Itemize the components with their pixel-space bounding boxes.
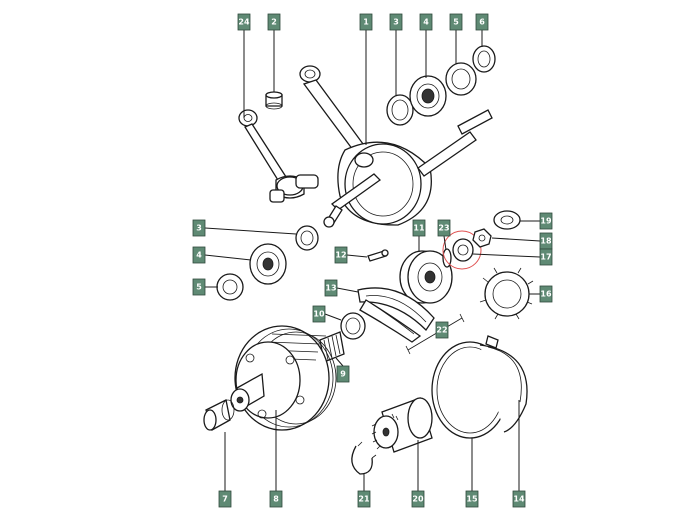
svg-text:18: 18 [540,237,552,246]
svg-text:19: 19 [540,217,552,226]
callout-19: 19 [539,212,553,230]
svg-text:5: 5 [453,18,459,27]
clutch-drum [479,335,528,433]
svg-text:20: 20 [412,495,424,504]
callout-21: 21 [357,490,371,508]
svg-text:15: 15 [466,495,478,504]
lower-shaft-stack [216,225,319,301]
svg-text:9: 9 [340,370,346,379]
callout-12: 12 [334,246,348,264]
callout-1: 1 [359,13,373,31]
spacer-ring [340,312,366,340]
callout-6: 6 [475,13,489,31]
circlip [351,441,377,475]
svg-text:14: 14 [513,495,525,504]
callout-18: 18 [539,232,553,250]
callout-4-top: 4 [419,13,433,31]
small-connecting-rod [238,109,319,203]
clutch-hub [399,250,453,304]
svg-text:8: 8 [273,495,279,504]
clutch-bell [230,325,337,431]
callout-16: 16 [539,285,553,303]
svg-text:22: 22 [436,326,447,335]
svg-text:12: 12 [335,251,346,260]
callout-22: 22 [435,321,449,339]
highlight-circle [442,230,482,270]
svg-text:7: 7 [222,495,228,504]
svg-text:4: 4 [196,251,202,260]
svg-text:24: 24 [238,18,250,27]
clutch-segments [359,299,465,355]
drive-gear [371,397,433,453]
callout-11: 11 [412,219,426,237]
svg-text:13: 13 [325,284,336,293]
callout-5-top: 5 [449,13,463,31]
callout-14: 14 [512,490,526,508]
svg-text:3: 3 [393,18,399,27]
svg-text:3: 3 [196,224,202,233]
callout-3-top: 3 [389,13,403,31]
svg-text:21: 21 [358,495,370,504]
svg-text:16: 16 [540,290,552,299]
callout-13: 13 [324,279,338,297]
svg-text:6: 6 [479,18,485,27]
svg-text:2: 2 [271,18,277,27]
svg-text:17: 17 [540,253,551,262]
svg-text:10: 10 [313,310,325,319]
callout-7: 7 [218,490,232,508]
callout-5-left: 5 [192,278,206,296]
callout-badges: 24 2 1 3 4 5 6 3 4 5 12 11 23 19 18 17 1… [192,13,553,508]
tab-lock-washer [479,267,534,320]
callout-9: 9 [336,365,350,383]
svg-text:23: 23 [438,224,449,233]
callout-2: 2 [267,13,281,31]
callout-17: 17 [539,248,553,266]
clutch-shoe [357,287,435,332]
callout-23: 23 [437,219,451,237]
callout-24: 24 [237,13,251,31]
svg-text:11: 11 [413,224,425,233]
upper-shaft-stack [386,45,496,126]
callout-8: 8 [269,490,283,508]
svg-text:5: 5 [196,283,202,292]
callout-3-left: 3 [192,219,206,237]
parts-line-art [203,45,534,475]
svg-text:4: 4 [423,18,429,27]
sleeve [203,399,235,431]
callout-leader-lines [204,30,541,491]
callout-10: 10 [312,305,326,323]
screw [367,249,389,262]
callout-4-left: 4 [192,246,206,264]
callout-20: 20 [411,490,425,508]
small-bushing [265,91,283,110]
hub-hardware [442,210,521,270]
callout-15: 15 [465,490,479,508]
crankshaft-assembly [299,65,493,228]
svg-text:1: 1 [363,18,369,27]
